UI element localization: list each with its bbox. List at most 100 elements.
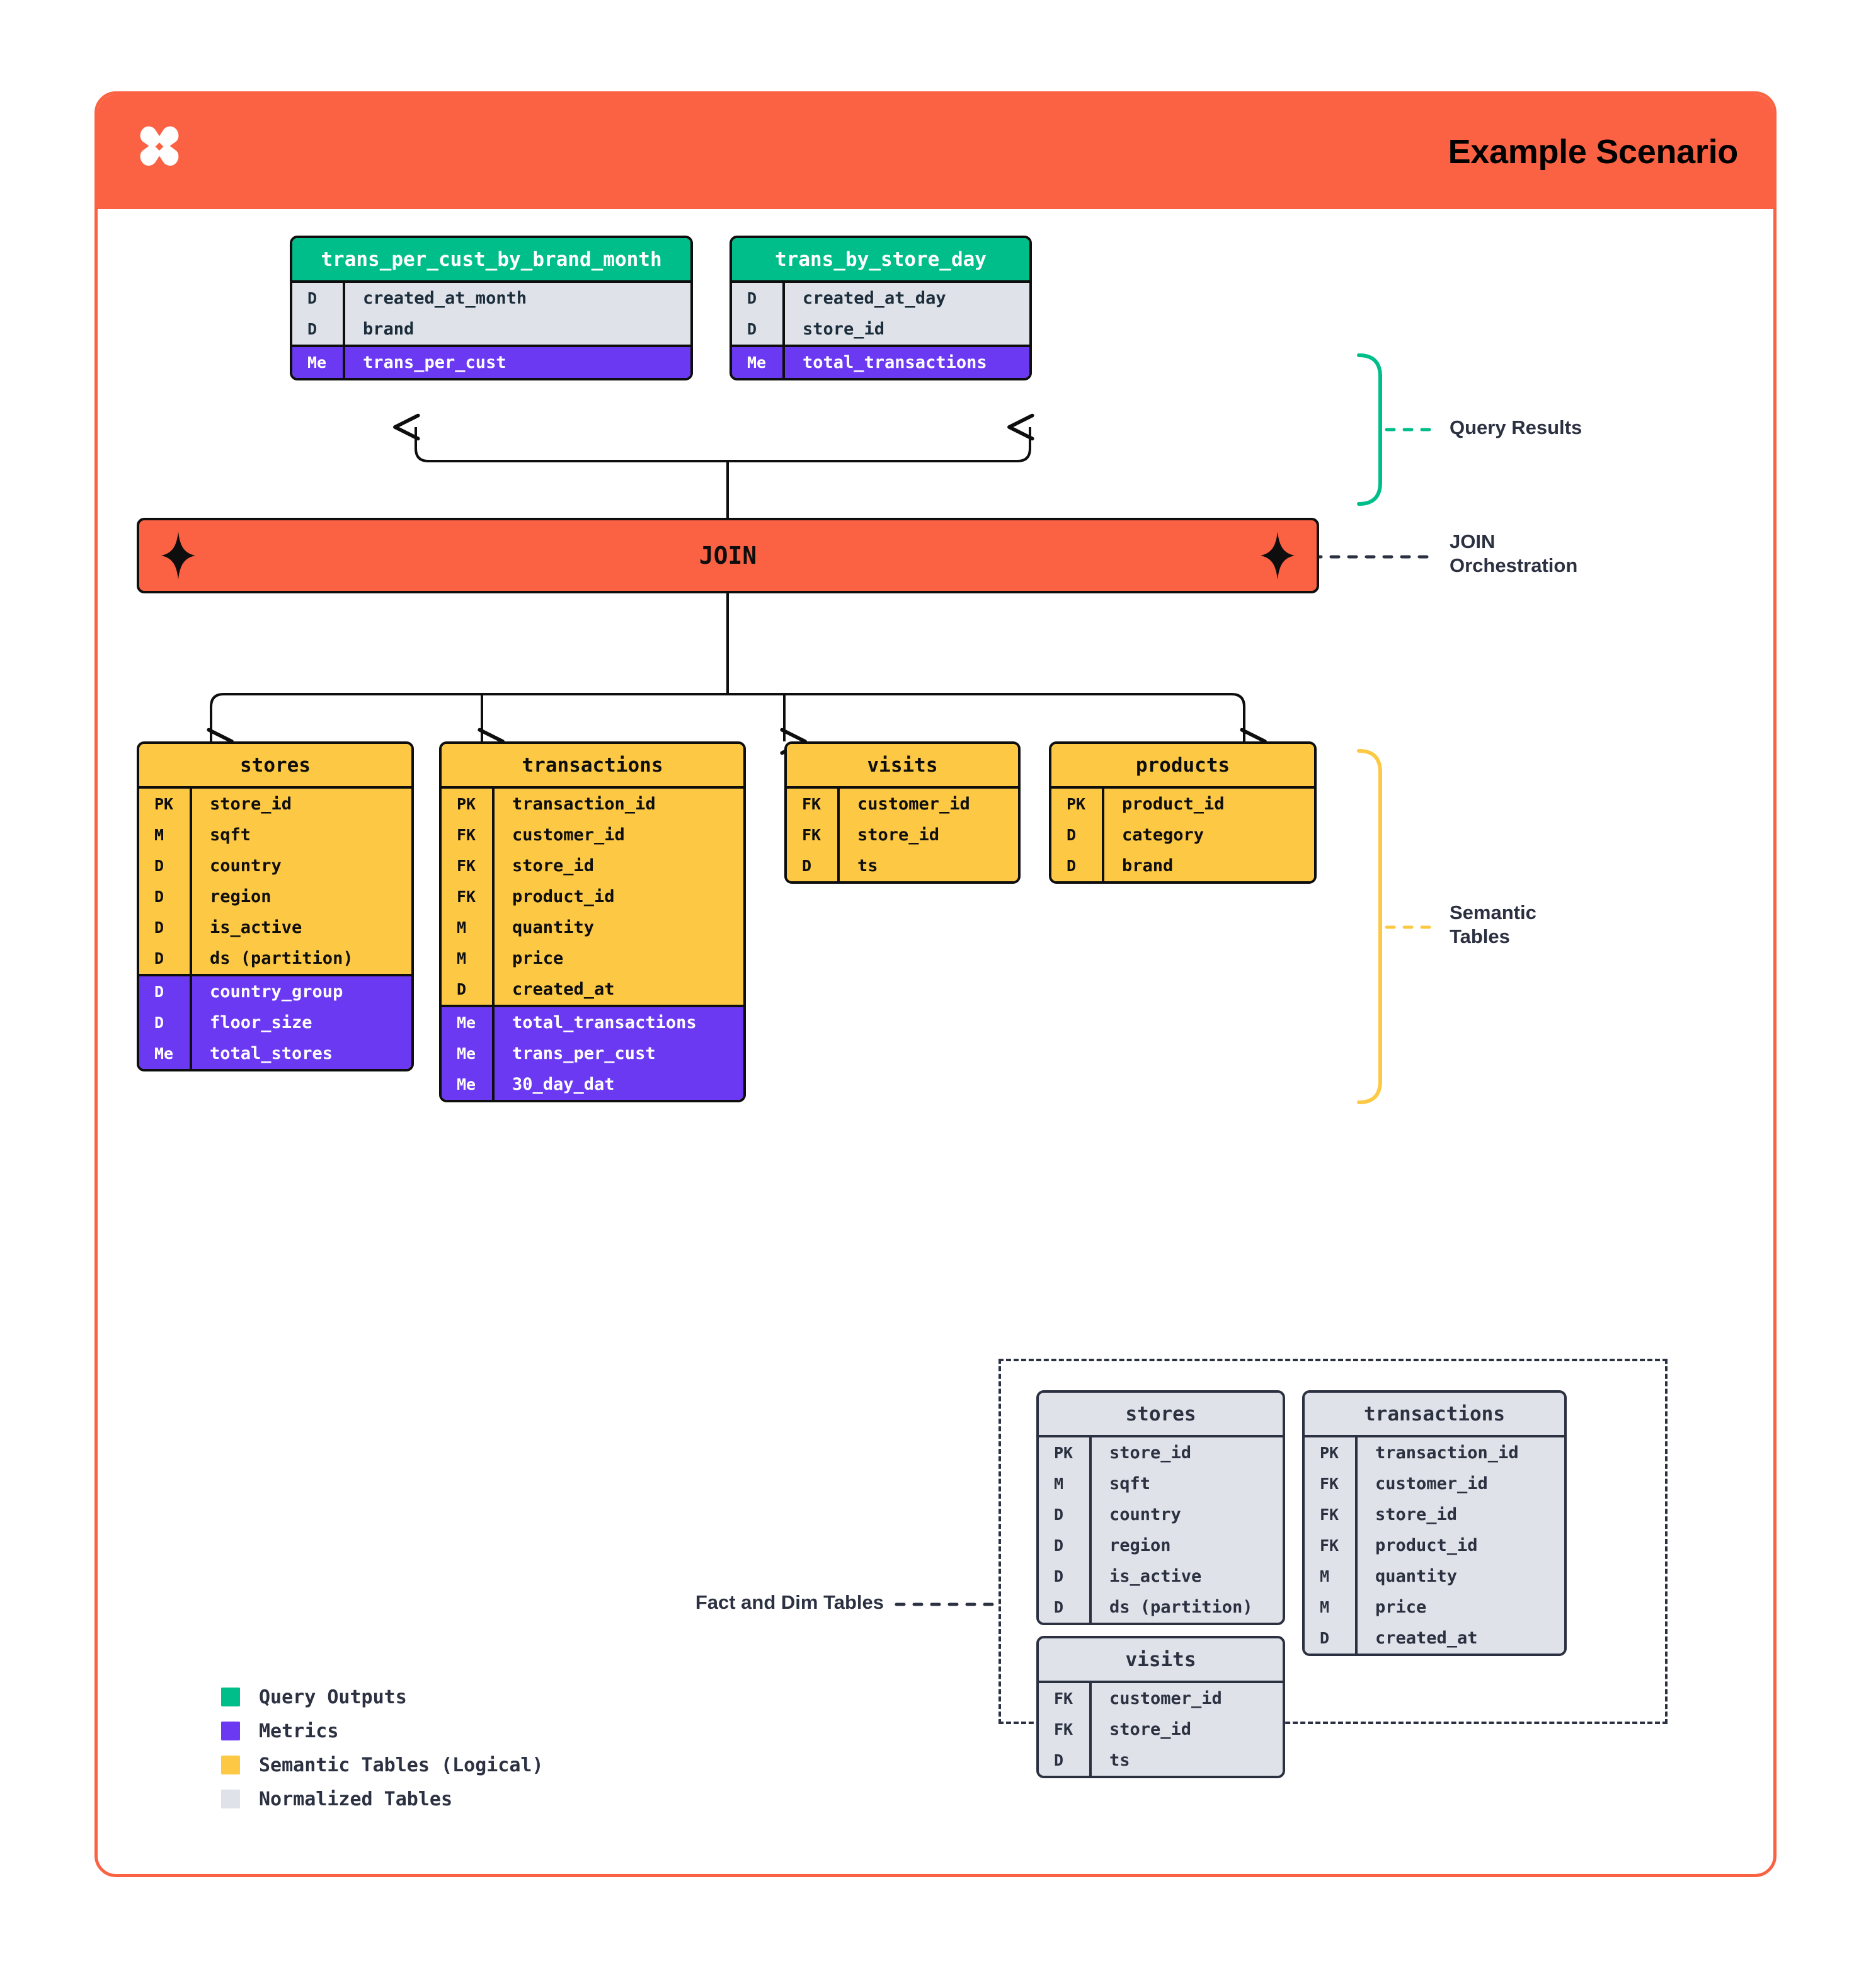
row-key: Me: [292, 347, 345, 378]
row-key: D: [139, 881, 192, 912]
page-header: Example Scenario: [98, 94, 1773, 209]
row-column: price: [512, 949, 564, 968]
row-column: transaction_id: [1375, 1443, 1519, 1463]
annotation-label-line1: JOIN: [1450, 530, 1496, 552]
row-column: created_at: [512, 980, 615, 999]
row-column: sqft: [210, 825, 251, 845]
row-key: D: [732, 283, 785, 314]
row-key: D: [139, 850, 192, 881]
row-key: FK: [1305, 1530, 1358, 1561]
annotation-join-orchestration: JOIN Orchestration: [1450, 530, 1577, 578]
row-column: quantity: [1375, 1567, 1458, 1586]
query-result-table-1[interactable]: trans_by_store_day D created_at_day D st…: [730, 236, 1032, 380]
row-column: ds (partition): [210, 949, 353, 968]
sparkle-icon: [1260, 532, 1295, 580]
row-column: customer_id: [1109, 1689, 1222, 1708]
legend-label: Query Outputs: [259, 1686, 407, 1708]
metric-rows: Me total_transactions: [732, 345, 1029, 378]
annotation-label-line1: Semantic: [1450, 901, 1536, 923]
row-column: store_id: [1109, 1443, 1192, 1463]
row-key: M: [442, 912, 495, 943]
legend-label: Normalized Tables: [259, 1788, 453, 1810]
table-row: D store_id: [732, 314, 1029, 345]
row-key: D: [1039, 1561, 1092, 1592]
row-key: D: [292, 314, 345, 345]
row-key: D: [292, 283, 345, 314]
row-key: D: [1039, 1745, 1092, 1776]
row-column: product_id: [1122, 794, 1225, 814]
row-key: M: [139, 820, 192, 850]
diagram-page: Example Scenario: [94, 91, 1777, 1877]
row-key: FK: [1039, 1683, 1092, 1714]
row-column: is_active: [210, 918, 302, 937]
row-column: created_at_month: [363, 288, 527, 308]
row-column: customer_id: [857, 794, 970, 814]
legend-item: Metrics: [221, 1714, 544, 1748]
query-result-table-0[interactable]: trans_per_cust_by_brand_month D created_…: [290, 236, 693, 380]
legend-label: Semantic Tables (Logical): [259, 1754, 544, 1776]
row-key: FK: [1305, 1499, 1358, 1530]
row-column: country_group: [210, 982, 343, 1002]
row-column: quantity: [512, 918, 595, 937]
row-key: Me: [442, 1038, 495, 1069]
row-column: ts: [1109, 1751, 1130, 1770]
annotation-label: Query Results: [1450, 416, 1582, 438]
diagram-canvas: trans_per_cust_by_brand_month D created_…: [98, 209, 1773, 1872]
row-key: FK: [1039, 1714, 1092, 1745]
legend-item: Normalized Tables: [221, 1782, 544, 1816]
table-name: stores: [139, 744, 411, 789]
table-name: visits: [1039, 1638, 1283, 1683]
row-key: PK: [1039, 1437, 1092, 1468]
row-key: D: [442, 974, 495, 1005]
table-name: products: [1051, 744, 1314, 789]
table-name: transactions: [1305, 1393, 1564, 1437]
row-key: D: [1051, 820, 1104, 850]
join-orchestration-bar[interactable]: JOIN: [137, 518, 1319, 593]
row-key: D: [1039, 1592, 1092, 1623]
annotation-fact-and-dim-tables: Fact and Dim Tables: [660, 1591, 884, 1614]
table-row: Me trans_per_cust: [292, 347, 690, 378]
row-column: total_stores: [210, 1044, 333, 1063]
row-key: M: [1039, 1468, 1092, 1499]
row-key: D: [1039, 1499, 1092, 1530]
table-name: transactions: [442, 744, 743, 789]
row-key: D: [1305, 1623, 1358, 1654]
row-column: price: [1375, 1597, 1427, 1617]
row-column: store_id: [803, 319, 885, 339]
annotation-label-line2: Tables: [1450, 925, 1510, 947]
row-column: trans_per_cust: [363, 353, 506, 372]
legend-swatch-query-outputs: [221, 1688, 240, 1706]
x-star-logo-icon: [140, 126, 179, 166]
table-row: PK store_id: [1039, 1437, 1283, 1468]
row-column: category: [1122, 825, 1204, 845]
row-key: D: [139, 943, 192, 974]
